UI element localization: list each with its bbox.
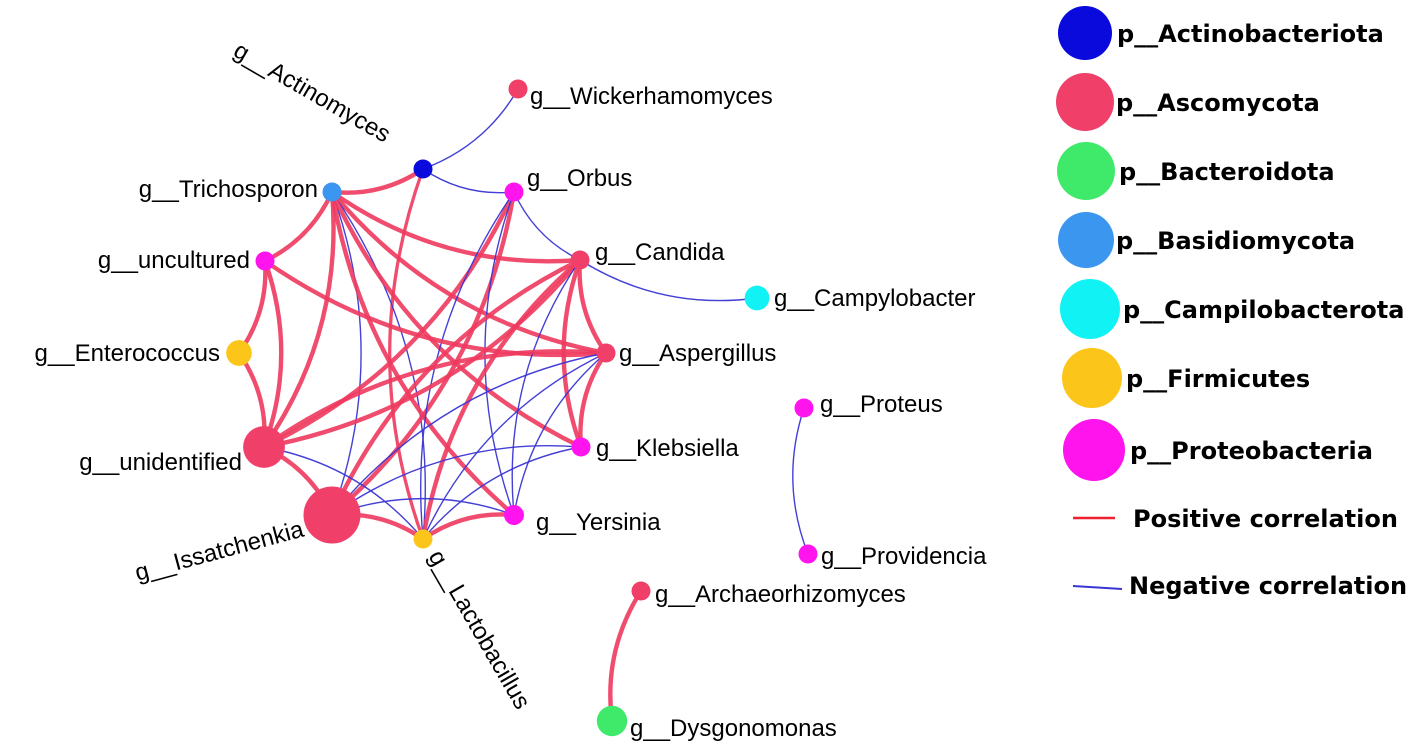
node-dysgonomonas[interactable]: [596, 705, 628, 737]
edge-orbus-unidentified: [261, 189, 517, 450]
node-label-proteus: g__Proteus: [820, 391, 943, 418]
legend-label-negative: Negative correlation: [1129, 572, 1407, 600]
node-unidentified[interactable]: [243, 426, 285, 468]
node-campylobacter[interactable]: [744, 285, 770, 311]
node-label-unidentified: g__unidentified: [79, 449, 242, 476]
edge-orbus-lactobacillus: [420, 191, 515, 540]
edge-actinomyces-lactobacillus: [388, 167, 425, 541]
edge-aspergillus-issatchenkia: [331, 352, 607, 516]
edge-trichosporon-yersinia: [329, 189, 517, 518]
edge-candida-lactobacillus: [420, 257, 583, 542]
edge-proteus-providencia: [792, 407, 809, 555]
legend-swatch-actinobacteriota: [1058, 6, 1112, 60]
node-label-candida: g__Candida: [595, 239, 725, 266]
edge-klebsiella-issatchenkia: [331, 444, 582, 516]
edge-aspergillus-unidentified: [261, 349, 609, 450]
node-label-providencia: g__Providencia: [821, 543, 987, 570]
edge-trichosporon-lactobacillus: [331, 191, 426, 540]
legend-swatch-campilobacterota: [1060, 279, 1120, 339]
node-issatchenkia[interactable]: [303, 486, 361, 544]
legend-label-ascomycota: p__Ascomycota: [1116, 89, 1320, 117]
edge-klebsiella-lactobacillus: [422, 446, 582, 540]
edge-candida-klebsiella: [561, 257, 584, 450]
edge-uncultured-aspergillus: [262, 258, 609, 358]
labels-layer: g__Actinomyces g__Wickerhamomyces g__Tri…: [35, 37, 988, 742]
node-aspergillus[interactable]: [596, 343, 616, 363]
edge-candida-aspergillus: [577, 257, 609, 356]
edge-orbus-candida: [513, 191, 581, 261]
legend-label-proteobacteria: p__Proteobacteria: [1130, 437, 1373, 465]
node-label-enterococcus: g__Enterococcus: [35, 340, 220, 367]
node-label-actinomyces: g__Actinomyces: [229, 37, 395, 148]
node-label-aspergillus: g__Aspergillus: [619, 340, 776, 367]
node-trichosporon[interactable]: [322, 182, 342, 202]
node-label-lactobacillus: g__Lactobacillus: [423, 546, 536, 714]
node-label-campylobacter: g__Campylobacter: [774, 285, 975, 312]
edge-candida-campylobacter: [579, 259, 758, 302]
node-orbus[interactable]: [504, 182, 524, 202]
node-candida[interactable]: [570, 250, 590, 270]
legend: p__Actinobacteriota p__Ascomycota p__Bac…: [1056, 6, 1407, 600]
node-klebsiella[interactable]: [571, 437, 591, 457]
legend-swatch-basidiomycota: [1058, 212, 1114, 268]
edge-uncultured-enterococcus: [236, 258, 268, 356]
node-proteus[interactable]: [794, 398, 814, 418]
node-label-trichosporon: g__Trichosporon: [139, 176, 318, 203]
edge-aspergillus-lactobacillus: [422, 352, 607, 540]
node-providencia[interactable]: [798, 544, 818, 564]
node-label-issatchenkia: g__Issatchenkia: [132, 516, 307, 587]
node-label-dysgonomonas: g__Dysgonomonas: [630, 715, 837, 742]
legend-label-firmicutes: p__Firmicutes: [1126, 365, 1310, 393]
legend-swatch-bacteroidota: [1057, 142, 1115, 200]
edge-candida-yersinia: [511, 259, 581, 516]
node-wickerhamomyces[interactable]: [508, 79, 528, 99]
node-label-wickerhamomyces: g__Wickerhamomyces: [530, 83, 773, 110]
edge-trichosporon-issatchenkia: [331, 191, 362, 516]
edge-candida-issatchenkia: [329, 257, 583, 518]
edge-unidentified-lactobacillus: [263, 446, 424, 540]
legend-label-basidiomycota: p__Basidiomycota: [1116, 227, 1355, 255]
node-label-klebsiella: g__Klebsiella: [596, 435, 739, 462]
edge-trichosporon-klebsiella: [329, 189, 584, 450]
edge-actinomyces-orbus: [422, 168, 515, 194]
nodes-layer: [226, 79, 818, 737]
edge-actinomyces-wickerhamomyces: [422, 88, 519, 170]
edge-trichosporon-candida: [329, 189, 583, 264]
node-actinomyces[interactable]: [413, 159, 433, 179]
legend-line-negative: [1072, 585, 1123, 590]
node-label-yersinia: g__Yersinia: [536, 509, 661, 536]
node-enterococcus[interactable]: [226, 340, 252, 366]
node-yersinia[interactable]: [504, 505, 524, 525]
node-lactobacillus[interactable]: [413, 529, 433, 549]
edge-lactobacillus-yersinia: [420, 512, 517, 542]
legend-label-actinobacteriota: p__Actinobacteriota: [1117, 20, 1384, 48]
node-label-orbus: g__Orbus: [527, 165, 632, 192]
edge-aspergillus-yersinia: [513, 352, 607, 516]
legend-swatch-firmicutes: [1062, 348, 1122, 408]
edge-trichosporon-uncultured: [262, 189, 335, 264]
edge-aspergillus-klebsiella: [578, 350, 609, 450]
legend-label-positive: Positive correlation: [1133, 505, 1398, 533]
edge-archaeorhizomyces-dysgonomonas: [608, 588, 644, 724]
edge-actinomyces-trichosporon: [329, 166, 426, 195]
edge-uncultured-unidentified: [261, 258, 284, 450]
node-label-uncultured: g__uncultured: [98, 247, 250, 274]
legend-label-campilobacterota: p__Campilobacterota: [1123, 296, 1404, 324]
node-archaeorhizomyces[interactable]: [631, 581, 651, 601]
edge-trichosporon-unidentified: [261, 189, 336, 450]
edge-candida-unidentified: [261, 257, 583, 450]
node-label-archaeorhizomyces: g__Archaeorhizomyces: [655, 581, 906, 608]
legend-swatch-proteobacteria: [1063, 419, 1125, 481]
legend-swatch-ascomycota: [1056, 73, 1114, 131]
edge-orbus-issatchenkia: [329, 189, 517, 518]
legend-label-bacteroidota: p__Bacteroidota: [1119, 158, 1335, 186]
node-uncultured[interactable]: [255, 251, 275, 271]
edges-layer: [236, 88, 809, 724]
